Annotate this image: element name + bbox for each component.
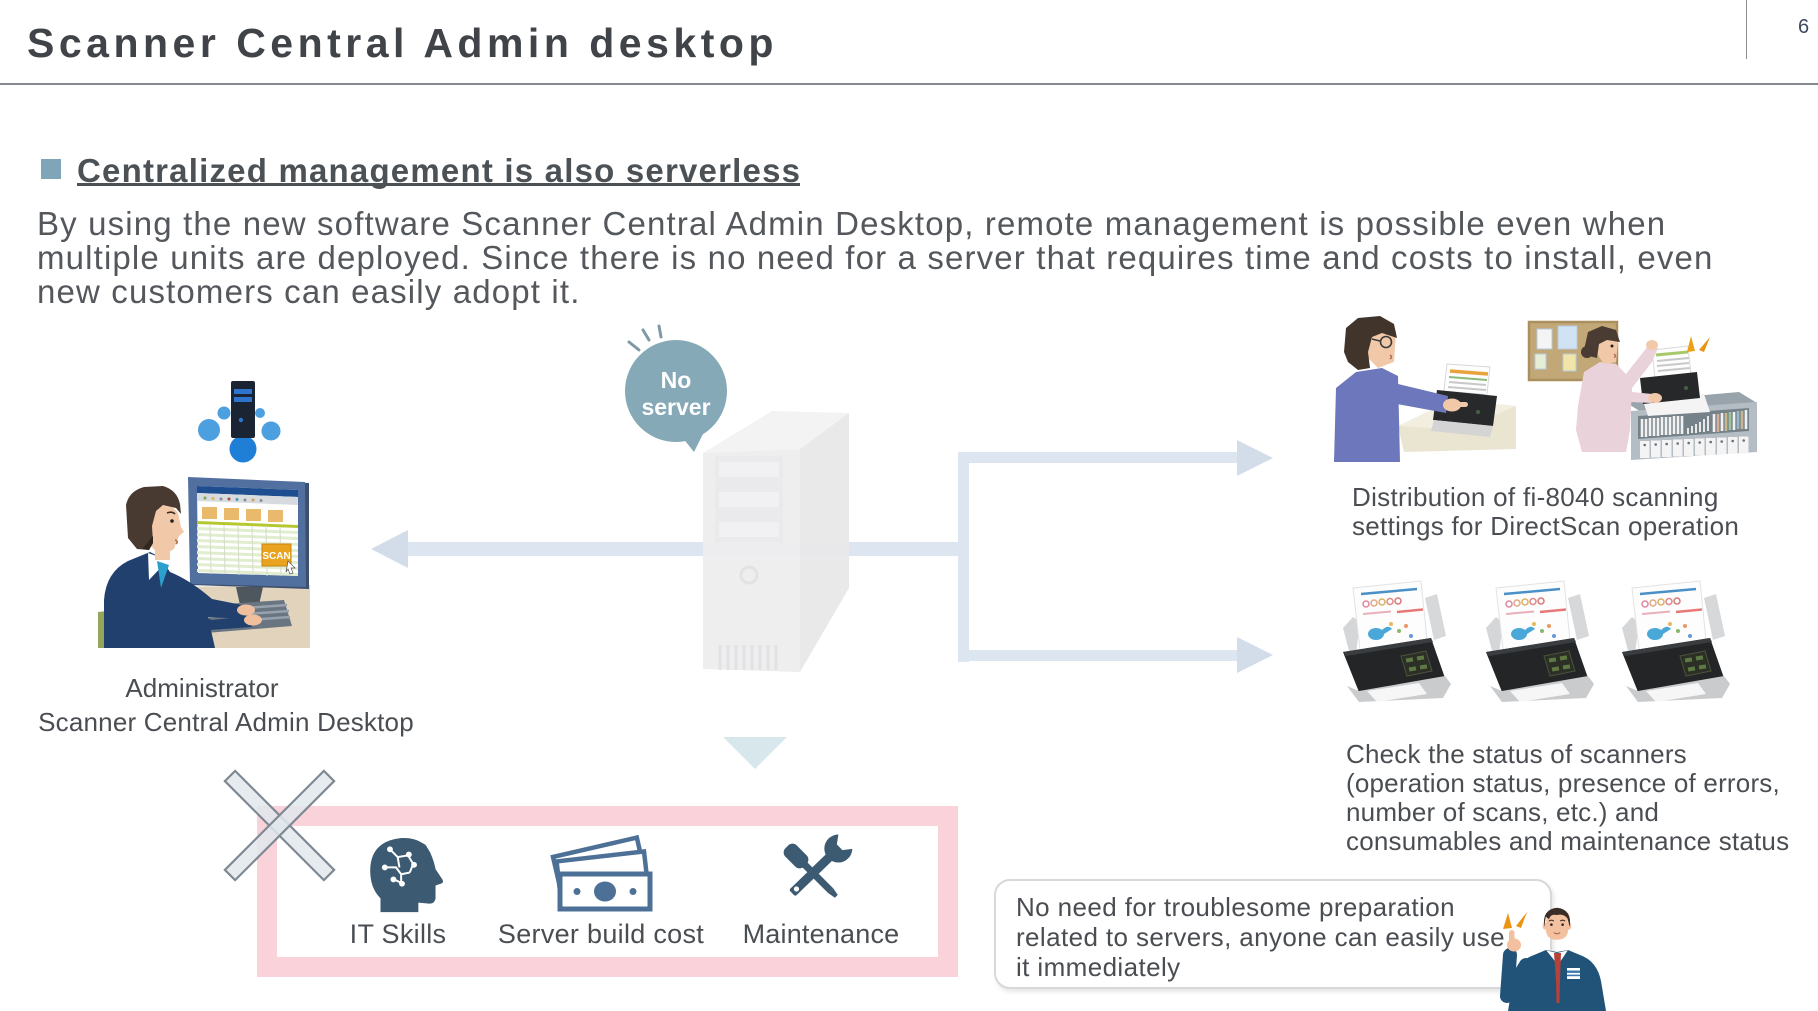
svg-text:SCAN: SCAN [262,551,290,562]
svg-text:server: server [641,394,710,420]
svg-text:No: No [661,367,692,393]
